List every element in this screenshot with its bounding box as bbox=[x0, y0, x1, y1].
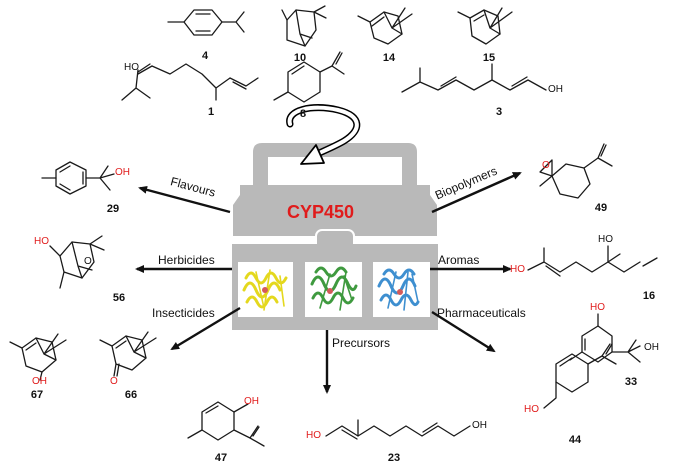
atom-label-29-oh: OH bbox=[115, 167, 130, 178]
atom-label-3-oh: OH bbox=[548, 84, 563, 95]
molecule-15 bbox=[457, 7, 513, 45]
molecule-56 bbox=[49, 235, 105, 289]
atom-label-56-o: O bbox=[84, 256, 92, 267]
label-pharmaceuticals: Pharmaceuticals bbox=[437, 306, 526, 320]
atom-label-67-oh: OH bbox=[32, 376, 47, 387]
molecule-8 bbox=[273, 51, 345, 103]
atom-label-44-ho: HO bbox=[524, 404, 539, 415]
compound-number-15: 15 bbox=[482, 52, 496, 64]
atom-label-49-o: O bbox=[542, 160, 550, 171]
atom-label-1-ho: HO bbox=[124, 62, 139, 73]
arrow-flavours bbox=[138, 185, 231, 214]
molecule-1 bbox=[121, 63, 259, 101]
compound-number-66: 66 bbox=[124, 389, 138, 401]
toolbox-lid bbox=[233, 185, 437, 236]
molecule-49 bbox=[539, 143, 613, 199]
molecule-47 bbox=[187, 401, 265, 447]
compound-number-3: 3 bbox=[495, 106, 503, 118]
atom-label-33-ho: HO bbox=[590, 302, 605, 313]
molecule-16 bbox=[527, 245, 658, 277]
molecule-3 bbox=[401, 63, 547, 93]
compound-number-29: 29 bbox=[106, 203, 120, 215]
compound-number-23: 23 bbox=[387, 452, 401, 464]
label-aromas: Aromas bbox=[438, 253, 480, 267]
arrow-insecticides bbox=[170, 306, 241, 351]
atom-label-47-oh: OH bbox=[244, 396, 259, 407]
protein-structure-yellow bbox=[242, 269, 288, 311]
compound-number-10: 10 bbox=[293, 52, 307, 64]
label-herbicides: Herbicides bbox=[158, 253, 215, 267]
molecule-14 bbox=[357, 7, 413, 45]
molecule-33 bbox=[569, 313, 641, 363]
cyp450-title: CYP450 bbox=[287, 202, 355, 222]
compound-number-67: 67 bbox=[30, 389, 44, 401]
compound-number-4: 4 bbox=[201, 50, 209, 62]
compound-number-16: 16 bbox=[642, 290, 656, 302]
compound-number-14: 14 bbox=[382, 52, 396, 64]
label-insecticides: Insecticides bbox=[152, 306, 215, 320]
atom-label-16-ho: HO bbox=[598, 234, 613, 245]
compound-number-8: 8 bbox=[299, 108, 307, 120]
application-arrows bbox=[135, 171, 522, 394]
substrate-inflow-arrow bbox=[286, 104, 361, 165]
molecule-67 bbox=[9, 333, 67, 381]
toolbox-handle bbox=[253, 143, 417, 185]
atom-label-23-ho: HO bbox=[306, 430, 321, 441]
compound-number-1: 1 bbox=[207, 106, 215, 118]
atom-label-33-oh: OH bbox=[644, 342, 659, 353]
atom-label-56-ho: HO bbox=[34, 236, 49, 247]
atom-label-23-oh: OH bbox=[472, 420, 487, 431]
arrow-biopolymers bbox=[431, 171, 522, 214]
compound-number-47: 47 bbox=[214, 452, 228, 464]
compound-number-44: 44 bbox=[568, 434, 582, 446]
atom-label-66-o: O bbox=[110, 376, 118, 387]
protein-structure-green bbox=[310, 266, 358, 311]
atom-label-16-ho-terminal: HO bbox=[510, 264, 525, 275]
label-precursors: Precursors bbox=[332, 336, 391, 350]
arrow-pharmaceuticals bbox=[431, 310, 496, 353]
molecule-29 bbox=[41, 161, 115, 195]
molecule-4 bbox=[167, 9, 245, 36]
compound-number-56: 56 bbox=[112, 292, 126, 304]
molecule-10 bbox=[281, 5, 327, 47]
compound-number-33: 33 bbox=[624, 376, 638, 388]
molecule-23 bbox=[325, 419, 471, 440]
compound-number-49: 49 bbox=[594, 202, 608, 214]
protein-structure-blue bbox=[377, 268, 420, 311]
molecule-66 bbox=[99, 331, 157, 377]
